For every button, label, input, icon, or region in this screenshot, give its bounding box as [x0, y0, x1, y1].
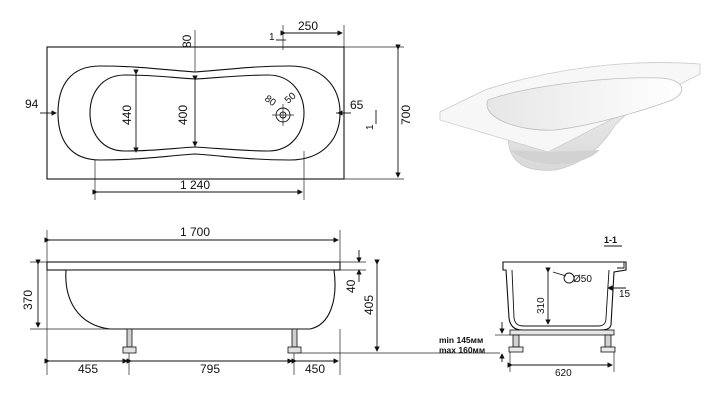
dim-80-top: 80 — [180, 34, 194, 48]
dim-diam-50: Ø50 — [573, 274, 592, 285]
dim-795: 795 — [200, 362, 220, 376]
dim-15: 15 — [619, 289, 631, 300]
dim-405: 405 — [362, 295, 376, 315]
dim-620: 620 — [555, 368, 572, 379]
dim-250: 250 — [298, 19, 318, 33]
leg-left — [126, 328, 133, 348]
dim-1-top: 1 — [269, 32, 275, 43]
dim-455: 455 — [78, 362, 98, 376]
dim-440: 440 — [120, 105, 134, 125]
dim-370: 370 — [21, 290, 35, 310]
bathtub-3d-image — [439, 62, 701, 171]
leg-height-min: min 145мм — [439, 335, 483, 345]
section-label: 1-1 — [604, 235, 617, 245]
dim-1-side: 1 — [365, 124, 376, 130]
leg-right — [291, 328, 298, 348]
top-view: 80 250 1 94 440 400 80 50 65 1 700 1 — [25, 19, 413, 200]
side-body — [65, 269, 336, 330]
side-view: 1 700 370 40 405 455 795 450 — [21, 225, 500, 376]
dim-1700: 1 700 — [180, 225, 210, 239]
dim-65: 65 — [350, 98, 364, 112]
dim-700: 700 — [399, 105, 413, 125]
section-base — [509, 329, 615, 336]
dim-310: 310 — [536, 297, 547, 314]
dim-400: 400 — [176, 105, 190, 125]
overflow-icon — [563, 272, 575, 284]
dim-1240: 1 240 — [180, 178, 210, 192]
leg-height-max: max 160мм — [439, 345, 485, 355]
dim-450: 450 — [305, 362, 325, 376]
section-view: 1-1 Ø50 15 310 min 145мм max 160мм 620 — [439, 235, 631, 379]
dim-40: 40 — [344, 279, 358, 293]
dim-94: 94 — [25, 97, 39, 111]
side-rim — [46, 261, 341, 271]
